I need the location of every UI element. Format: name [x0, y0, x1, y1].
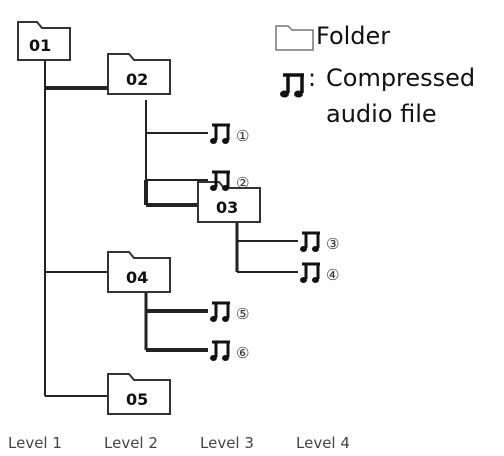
- legend: Folder : Compressed audio file: [275, 22, 475, 128]
- folder-04: 04: [107, 251, 171, 293]
- level-label-1: Level 1: [8, 434, 62, 452]
- folder-icon: [107, 373, 171, 415]
- music-note-icon: [212, 123, 230, 140]
- music-note-head: [294, 90, 303, 98]
- audio-file-6: ⑥: [210, 340, 249, 362]
- music-note-head: [312, 277, 319, 283]
- music-note-head: [300, 277, 307, 283]
- music-note-head: [210, 138, 217, 144]
- folder-label: 04: [126, 268, 148, 287]
- folder-label: 01: [29, 36, 51, 55]
- file-number: ④: [326, 266, 339, 284]
- music-note-icon: [212, 301, 230, 318]
- legend-folder-label: Folder: [316, 22, 390, 50]
- music-note-icon: [212, 340, 230, 357]
- file-number: ①: [236, 127, 249, 145]
- audio-file-3: ③: [300, 231, 339, 253]
- audio-file-1: ①: [210, 123, 249, 145]
- folder-label: 05: [126, 390, 148, 409]
- folder-05: 05: [107, 373, 171, 415]
- tree-connectors: [44, 60, 298, 397]
- level-label-4: Level 4: [296, 434, 350, 452]
- folder-02: 02: [107, 53, 171, 95]
- folder-03: 03: [197, 181, 261, 223]
- audio-file-5: ⑤: [210, 301, 249, 323]
- legend-audio-colon: :: [308, 64, 316, 92]
- music-note-head: [280, 90, 289, 98]
- file-number: ③: [326, 235, 339, 253]
- music-note-head: [222, 355, 229, 361]
- legend-audio-label-line2: audio file: [326, 100, 437, 128]
- music-note-head: [210, 316, 217, 322]
- music-note-icon: [283, 73, 304, 93]
- folder-icon: [107, 251, 171, 293]
- file-number: ⑤: [236, 305, 249, 323]
- audio-file-4: ④: [300, 262, 339, 284]
- legend-folder-icon: [275, 25, 314, 51]
- music-note-head: [300, 246, 307, 252]
- legend-audio-icon: [280, 73, 304, 98]
- folder-icon: [107, 53, 171, 95]
- music-note-head: [312, 246, 319, 252]
- level-label-3: Level 3: [200, 434, 254, 452]
- music-note-icon: [302, 262, 320, 279]
- folder-icon: [17, 21, 71, 61]
- music-note-head: [222, 316, 229, 322]
- folder-01: 01: [17, 21, 71, 61]
- file-number: ②: [236, 174, 249, 192]
- audio-file-2: ②: [210, 170, 249, 192]
- file-number: ⑥: [236, 344, 249, 362]
- level-label-2: Level 2: [104, 434, 158, 452]
- music-note-head: [210, 185, 217, 191]
- legend-audio-label-line1: Compressed: [326, 64, 475, 92]
- music-note-head: [222, 138, 229, 144]
- music-note-head: [222, 185, 229, 191]
- level-labels: Level 1 Level 2 Level 3 Level 4: [8, 434, 350, 452]
- music-note-icon: [212, 170, 230, 187]
- music-note-head: [210, 355, 217, 361]
- folder-icon: [197, 181, 261, 223]
- folder-label: 02: [126, 70, 148, 89]
- music-note-icon: [302, 231, 320, 248]
- folder-label: 03: [216, 198, 238, 217]
